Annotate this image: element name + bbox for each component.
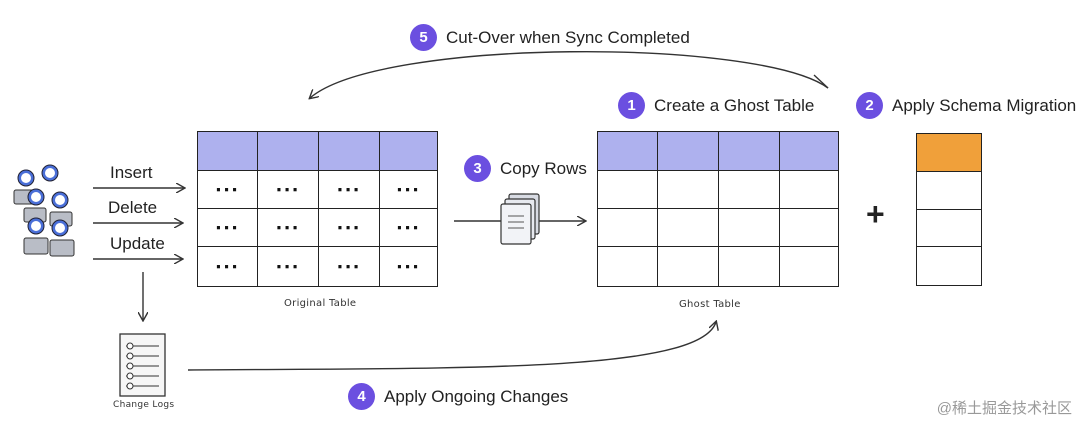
migration-row-cell (917, 172, 982, 210)
step-4: 4 Apply Ongoing Changes (348, 383, 568, 410)
ghost-row-cell (658, 171, 719, 209)
schema-migration-column (916, 133, 982, 286)
step-5-label: Cut-Over when Sync Completed (446, 27, 690, 47)
original-header-cell (198, 132, 258, 171)
ghost-row-cell (719, 209, 780, 247)
step-1: 1 Create a Ghost Table (618, 92, 814, 119)
step-1-label: Create a Ghost Table (654, 95, 815, 115)
ghost-row-cell (658, 209, 719, 247)
update-label: Update (110, 234, 165, 253)
step-5: 5 Cut-Over when Sync Completed (410, 24, 690, 51)
ghost-table (597, 131, 839, 287)
step-2-label: Apply Schema Migration (892, 95, 1077, 115)
original-row-cell: ∙∙∙ (198, 209, 258, 247)
step-4-label: Apply Ongoing Changes (384, 386, 569, 406)
change-logs-caption: Change Logs (113, 400, 175, 410)
ghost-header-cell (598, 132, 658, 171)
step-4-badge: 4 (348, 383, 375, 410)
original-row-cell: ∙∙∙ (319, 209, 380, 247)
delete-label: Delete (108, 198, 158, 217)
original-table-caption: Original Table (284, 298, 357, 309)
ghost-row-cell (719, 247, 780, 287)
insert-label: Insert (110, 163, 153, 182)
ongoing-changes-arrow (187, 322, 716, 371)
cutover-arrow (310, 51, 829, 98)
step-1-badge: 1 (618, 92, 645, 119)
original-table: ∙∙∙ ∙∙∙ ∙∙∙ ∙∙∙ ∙∙∙ ∙∙∙ ∙∙∙ ∙∙∙ ∙∙∙ ∙∙∙ … (197, 131, 438, 287)
original-row-cell: ∙∙∙ (198, 247, 258, 287)
step-3-label: Copy Rows (500, 158, 587, 178)
watermark: @稀土掘金技术社区 (936, 400, 1072, 417)
original-row-cell: ∙∙∙ (198, 171, 258, 209)
original-row-cell: ∙∙∙ (319, 247, 380, 287)
original-row-cell: ∙∙∙ (258, 171, 319, 209)
original-row-cell: ∙∙∙ (258, 209, 319, 247)
cutover-arrow-tail (813, 74, 829, 89)
step-2: 2 Apply Schema Migration (856, 92, 1076, 119)
original-header-cell (258, 132, 319, 171)
original-header-cell (380, 132, 438, 171)
ghost-row-cell (598, 171, 658, 209)
ghost-row-cell (780, 209, 839, 247)
original-row-cell: ∙∙∙ (380, 209, 438, 247)
ghost-table-caption: Ghost Table (679, 299, 741, 310)
step-2-badge: 2 (856, 92, 883, 119)
migration-row-cell (917, 247, 982, 286)
ghost-row-cell (598, 247, 658, 287)
new-column-cell (917, 134, 982, 172)
ghost-header-cell (658, 132, 719, 171)
original-row-cell: ∙∙∙ (258, 247, 319, 287)
ghost-row-cell (719, 171, 780, 209)
ghost-row-cell (658, 247, 719, 287)
ghost-header-cell (780, 132, 839, 171)
plus-sign: + (866, 196, 885, 232)
original-row-cell: ∙∙∙ (380, 171, 438, 209)
step-5-badge: 5 (410, 24, 437, 51)
document-stack-icon (500, 193, 540, 245)
change-log-icon (119, 333, 166, 397)
migration-row-cell (917, 210, 982, 247)
ghost-row-cell (780, 171, 839, 209)
step-3-badge: 3 (464, 155, 491, 182)
original-header-cell (319, 132, 380, 171)
original-row-cell: ∙∙∙ (319, 171, 380, 209)
ghost-row-cell (780, 247, 839, 287)
original-row-cell: ∙∙∙ (380, 247, 438, 287)
step-3: 3 Copy Rows (464, 155, 587, 182)
ghost-header-cell (719, 132, 780, 171)
ghost-row-cell (598, 209, 658, 247)
users-icon (13, 164, 75, 257)
